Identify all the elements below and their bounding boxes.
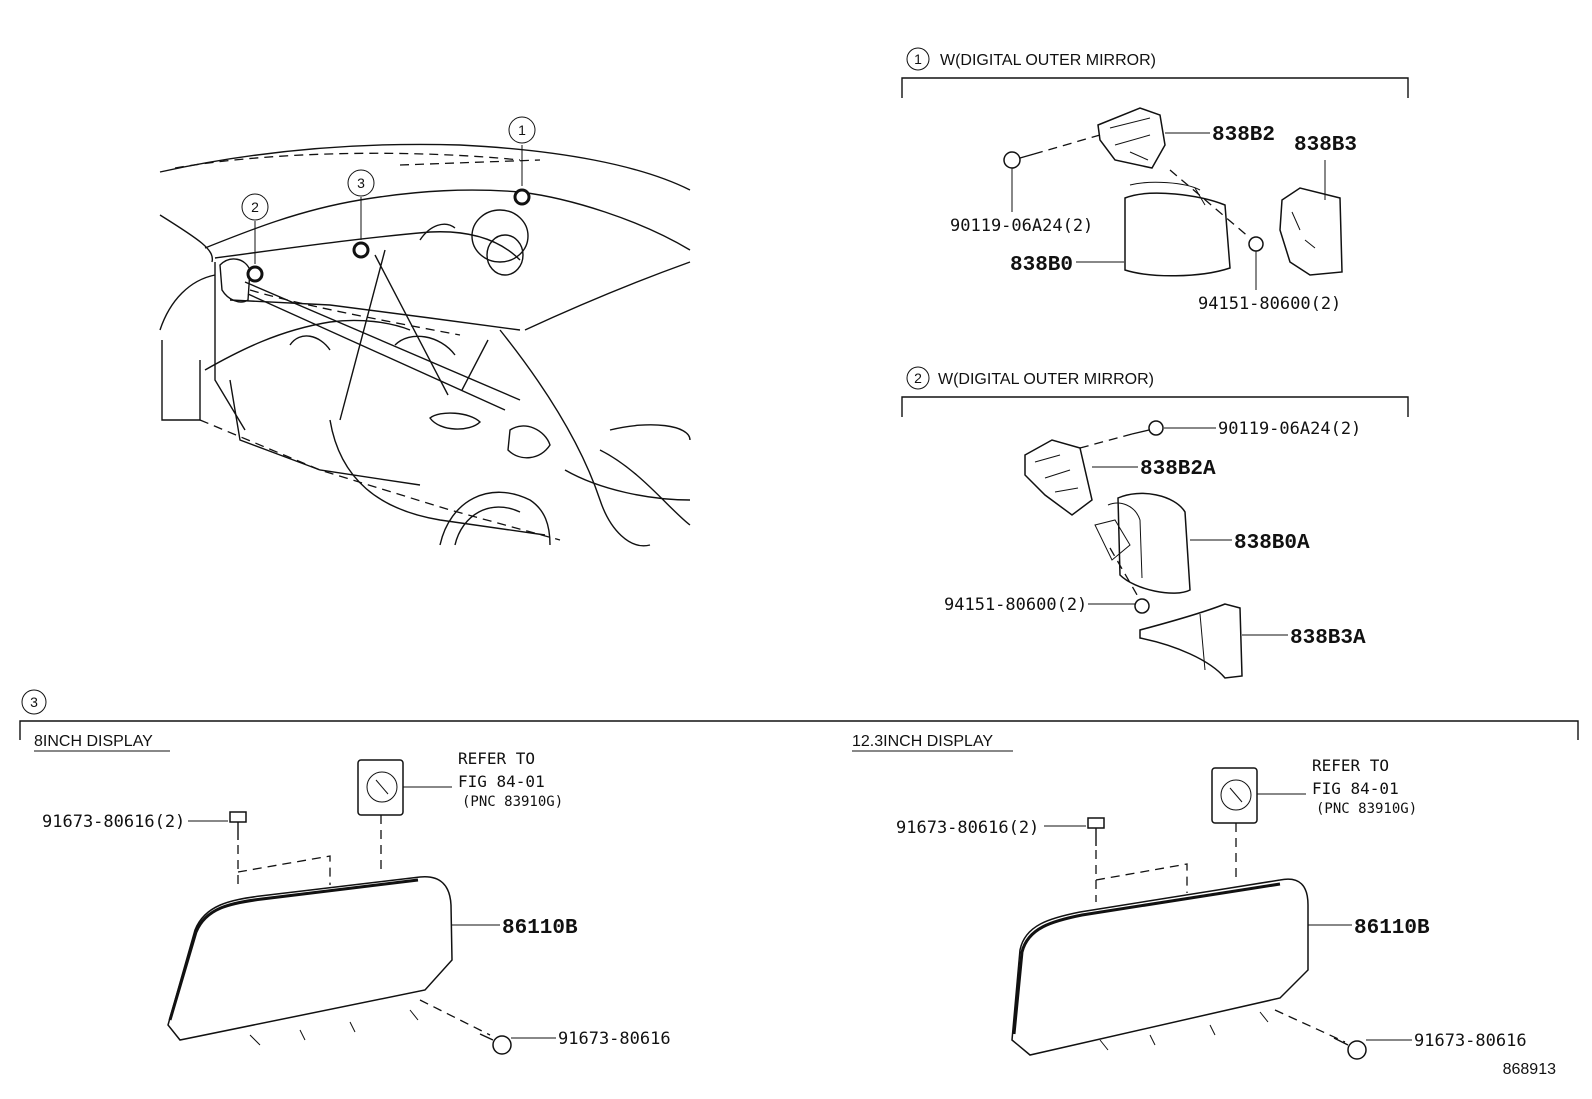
nut-94151-illustration (1109, 547, 1150, 614)
part-label-bolt-91673-top[interactable]: 91673-80616(2) (42, 812, 185, 832)
section-title: W(DIGITAL OUTER MIRROR) (940, 52, 1156, 69)
bolt-91673-illustration (479, 1033, 512, 1055)
part-label-nut-94151[interactable]: 94151-80600(2) (1198, 294, 1341, 314)
section-bracket (901, 396, 1409, 417)
overview-callout-1[interactable]: 1 (508, 116, 536, 206)
overview-callout-3[interactable]: 3 (347, 169, 375, 259)
part-label-bolt-91673-bottom[interactable]: 91673-80616 (1414, 1031, 1527, 1051)
reference-label-line1: REFER TO (1312, 756, 1389, 775)
part-label-838B2A[interactable]: 838B2A (1140, 458, 1216, 481)
bolt-91673-illustration (1087, 817, 1105, 846)
part-label-838B2[interactable]: 838B2 (1212, 124, 1275, 147)
section-bracket (901, 77, 1409, 98)
part-label-86110B[interactable]: 86110B (502, 917, 578, 940)
callout-number: 1 (518, 122, 526, 138)
bolt-90119-illustration (1079, 420, 1164, 449)
section-title: W(DIGITAL OUTER MIRROR) (938, 371, 1154, 388)
location-marker (246, 265, 264, 283)
bolt-90119-illustration (1003, 151, 1035, 169)
section-number: 2 (914, 370, 922, 386)
subsection-title: 8INCH DISPLAY (34, 733, 153, 750)
figure-number: 868913 (1503, 1061, 1556, 1078)
callout-number: 2 (251, 199, 259, 215)
location-marker (513, 188, 531, 206)
part-label-86110B[interactable]: 86110B (1354, 917, 1430, 940)
reference-label-line3: (PNC 83910G) (462, 794, 563, 810)
part-label-nut-94151[interactable]: 94151-80600(2) (944, 595, 1087, 615)
part-label-bolt-90119[interactable]: 90119-06A24(2) (950, 216, 1093, 236)
part-838B3A-illustration (1139, 603, 1243, 679)
vehicle-overview-illustration (159, 143, 691, 547)
part-label-bolt-91673-bottom[interactable]: 91673-80616 (558, 1029, 671, 1049)
reference-label-line3: (PNC 83910G) (1316, 801, 1417, 817)
part-838B2A-illustration (1024, 439, 1093, 516)
reference-label-line2[interactable]: FIG 84-01 (458, 772, 545, 791)
part-838B3-illustration (1279, 187, 1343, 276)
part-label-838B3A[interactable]: 838B3A (1290, 627, 1366, 650)
connector-module-illustration (357, 759, 404, 816)
location-marker (352, 241, 370, 259)
part-838B2-illustration (1097, 107, 1166, 169)
part-label-838B0[interactable]: 838B0 (1010, 254, 1073, 277)
bolt-91673-illustration (229, 811, 247, 840)
reference-label-line1: REFER TO (458, 749, 535, 768)
connector-module-illustration (1211, 767, 1258, 824)
reference-label-line2[interactable]: FIG 84-01 (1312, 779, 1399, 798)
part-label-838B3[interactable]: 838B3 (1294, 134, 1357, 157)
part-label-bolt-91673-top[interactable]: 91673-80616(2) (896, 818, 1039, 838)
section-bracket (19, 720, 1579, 740)
section-number: 1 (914, 51, 922, 67)
part-label-bolt-90119[interactable]: 90119-06A24(2) (1218, 419, 1361, 439)
section-1: 1 W(DIGITAL OUTER MIRROR) 838B2 838B3 90… (901, 47, 1409, 314)
callout-number: 3 (357, 175, 365, 191)
section-3: 3 8INCH DISPLAY REFER TO FIG 84-01 (PNC … (19, 689, 1579, 1060)
section-number: 3 (30, 694, 38, 710)
part-label-838B0A[interactable]: 838B0A (1234, 532, 1310, 555)
subsection-8inch: 8INCH DISPLAY REFER TO FIG 84-01 (PNC 83… (34, 733, 671, 1055)
section-2: 2 W(DIGITAL OUTER MIRROR) 90119-06A24(2)… (901, 366, 1409, 679)
part-86110B-illustration (1011, 878, 1309, 1056)
part-838B0-illustration (1124, 181, 1231, 277)
subsection-12-3inch: 12.3INCH DISPLAY REFER TO FIG 84-01 (PNC… (852, 733, 1527, 1060)
part-838B0A-illustration (1094, 492, 1191, 594)
overview-callout-2[interactable]: 2 (241, 193, 269, 283)
part-86110B-illustration (167, 876, 453, 1046)
subsection-title: 12.3INCH DISPLAY (852, 733, 993, 750)
bolt-91673-illustration (1333, 1037, 1367, 1060)
